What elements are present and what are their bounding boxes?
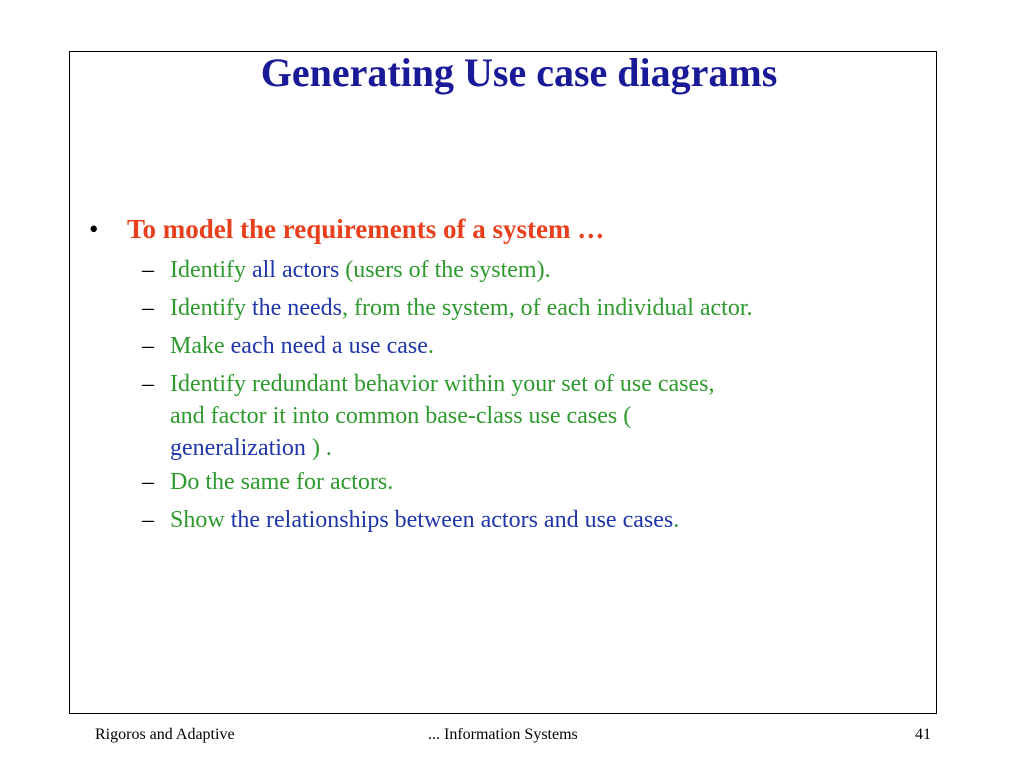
dash-icon: – <box>142 257 154 283</box>
text-segment: . <box>673 507 680 533</box>
text-segment: Identify <box>170 257 252 283</box>
dash-icon: – <box>142 333 154 359</box>
page-number: 41 <box>915 726 931 743</box>
main-bullet-text: To model the requirements of a system … <box>127 214 605 244</box>
slide-title: Generating Use case diagrams <box>260 50 778 95</box>
slide-frame <box>69 51 937 714</box>
footer-left: Rigoros and Adaptive <box>95 726 235 743</box>
text-segment: ) . <box>305 435 332 461</box>
text-segment: generalization <box>170 435 306 461</box>
text-segment: Make <box>170 333 231 359</box>
text-line: and factor it into common base-class use… <box>170 403 632 429</box>
text-segment: all actors <box>251 257 340 283</box>
main-bullet: • To model the requirements of a system … <box>89 212 604 246</box>
text-segment: Do the same for actors. <box>170 469 394 495</box>
dash-icon: – <box>142 507 154 533</box>
text-segment: (users of the system). <box>339 257 551 283</box>
text-segment: . <box>427 333 434 359</box>
bullet-dot-icon: • <box>89 214 99 244</box>
dash-icon: – <box>142 371 154 397</box>
text-segment: the relationships between actors and use… <box>230 507 674 533</box>
text-segment: each need a use case <box>230 333 428 359</box>
text-segment: Identify <box>170 295 252 321</box>
footer-center: ... Information Systems <box>428 726 578 743</box>
text-segment: , from the system, of each individual ac… <box>341 295 753 321</box>
dash-icon: – <box>142 469 154 495</box>
text-segment: the needs <box>251 295 342 321</box>
dash-icon: – <box>142 295 154 321</box>
text-line: Identify redundant behavior within your … <box>170 371 715 397</box>
text-segment: Show <box>170 507 231 533</box>
